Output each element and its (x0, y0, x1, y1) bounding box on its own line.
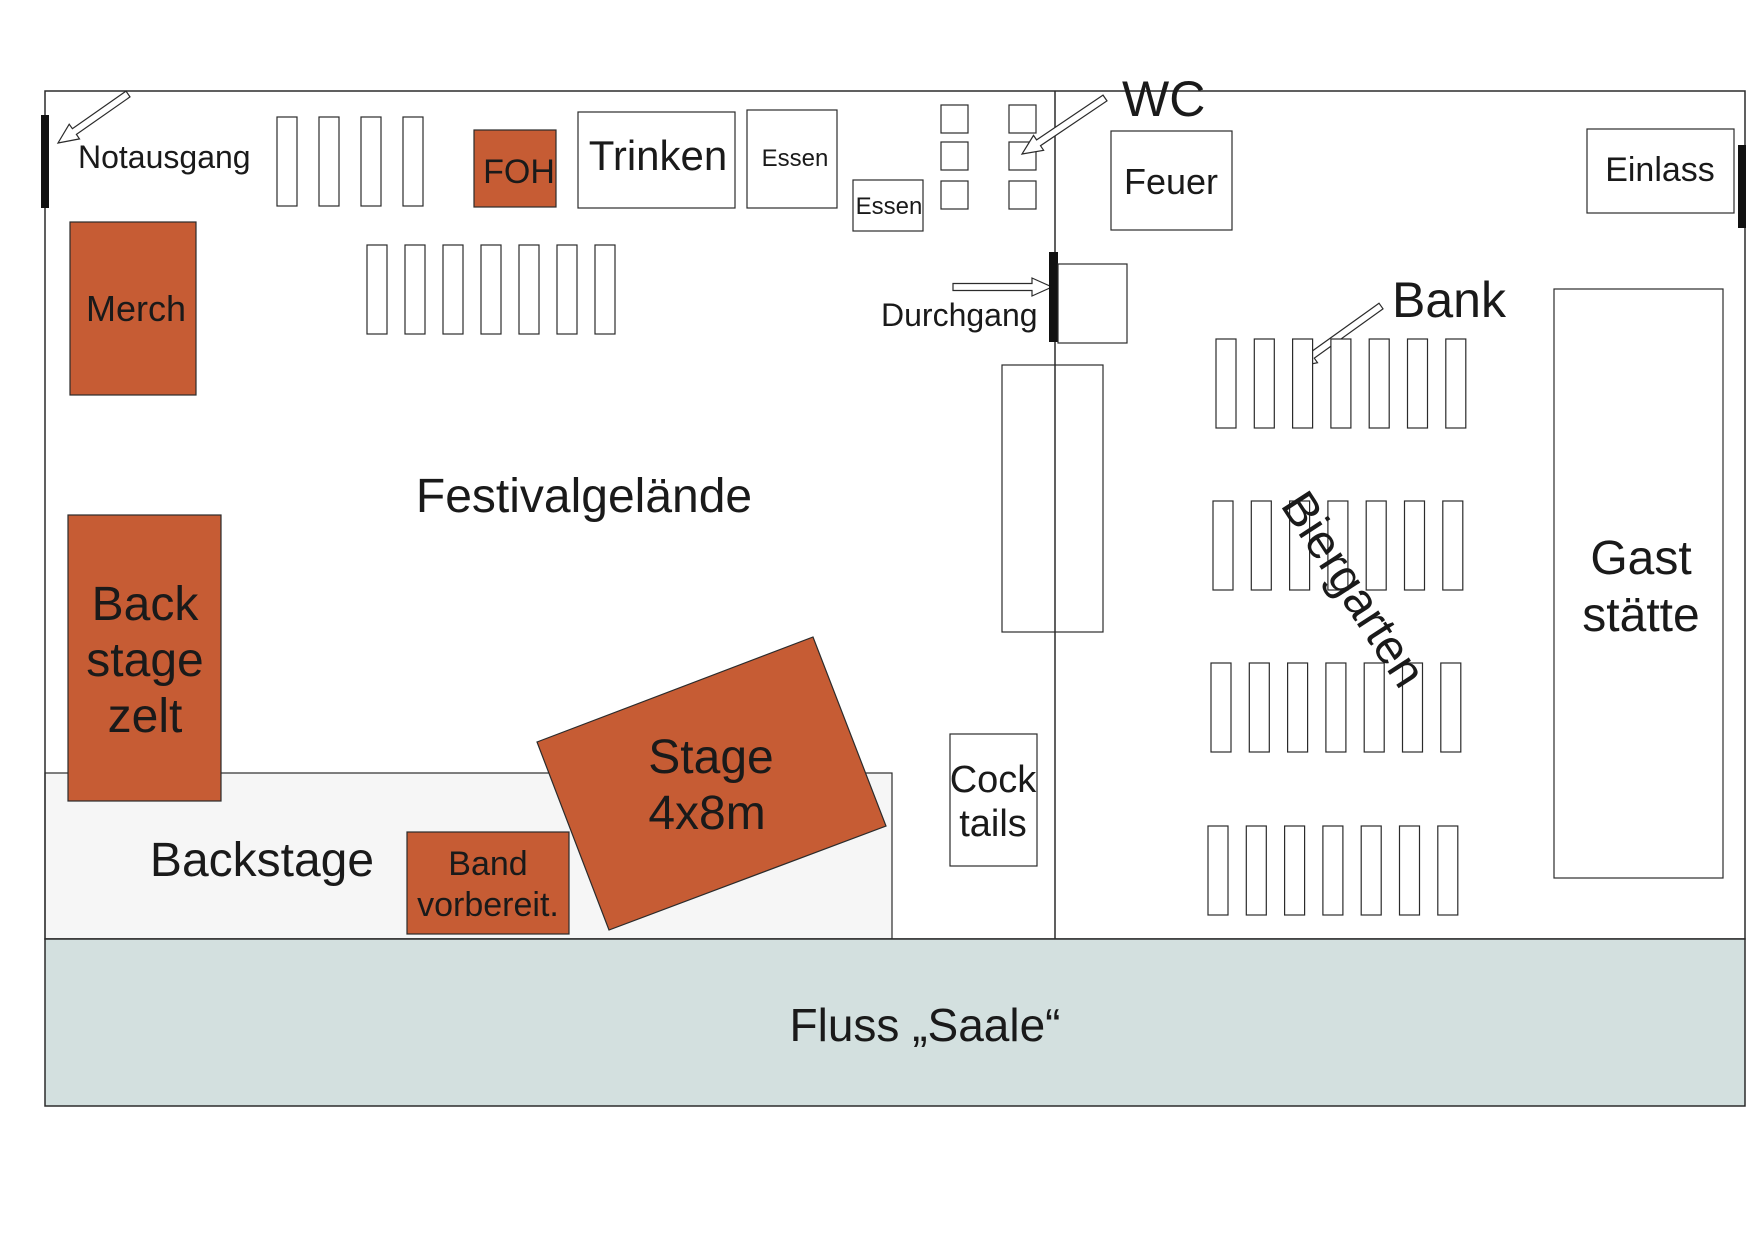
biergarten-bench (1368, 338, 1390, 429)
essen-label-1: Essen (762, 145, 829, 172)
biergarten-bench (1322, 825, 1344, 916)
bench (556, 244, 578, 335)
gaststaette-label-line2: stätte (1582, 589, 1699, 642)
stage-box (536, 636, 887, 931)
biergarten-bench (1286, 662, 1309, 753)
merch-label: Merch (86, 288, 186, 329)
cocktails-box (949, 733, 1038, 867)
biergarten-bench (1210, 662, 1232, 753)
biergarten-bench (1327, 500, 1349, 591)
durchgang-box (1057, 263, 1128, 344)
bench (480, 244, 502, 335)
biergarten-bench (1330, 338, 1352, 429)
bench (366, 244, 388, 335)
biergarten-bench (1398, 825, 1421, 916)
trinken-box (577, 111, 736, 209)
durchgang-arrow-icon (952, 277, 1054, 297)
biergarten-bench (1445, 338, 1467, 429)
einlass-door (1738, 145, 1746, 228)
cocktails-label-line2: tails (959, 803, 1027, 845)
wc-label: WC (1122, 71, 1205, 127)
essen-box-2 (852, 179, 924, 232)
river-saale (44, 938, 1746, 1107)
backstagezelt-label-line3: zelt (108, 690, 183, 743)
festival-bench-group (366, 244, 616, 335)
notausgang-door (41, 115, 49, 208)
wc-cabin (940, 141, 969, 171)
einlass-label: Einlass (1605, 151, 1715, 189)
biergarten-bench (1442, 500, 1464, 591)
band-prep-label-line2: vorbereit. (417, 886, 559, 924)
backstagezelt-label-line2: stage (86, 634, 203, 687)
biergarten-bench (1363, 662, 1385, 753)
trinken-label: Trinken (589, 132, 728, 179)
notausgang-arrow-icon (56, 90, 131, 144)
bench (360, 116, 382, 207)
biergarten-bench (1250, 500, 1272, 591)
bench (518, 244, 540, 335)
biergarten-bench (1212, 500, 1234, 591)
biergarten-bench (1365, 500, 1387, 591)
outline-arrow-icon (56, 90, 131, 144)
bench (594, 244, 616, 335)
merch-box (69, 221, 197, 396)
wc-cabin (1008, 180, 1037, 210)
stage-label-line2: 4x8m (648, 787, 765, 840)
backstage-label: Backstage (150, 834, 374, 887)
biergarten-bench (1440, 662, 1462, 753)
bench (442, 244, 464, 335)
notausgang-label: Notausgang (78, 139, 251, 175)
bench (318, 116, 340, 207)
backstagezelt-label-line1: Back (92, 578, 200, 631)
foh-box (473, 129, 557, 208)
biergarten-bench (1325, 662, 1347, 753)
biergarten-bench (1401, 662, 1424, 753)
biergarten-bench-group (1207, 338, 1467, 916)
wc-cabin (1008, 104, 1037, 134)
river-label: Fluss „Saale“ (790, 999, 1061, 1051)
top-bench-group (276, 116, 424, 207)
cocktails-label-line1: Cock (950, 759, 1038, 801)
backstagezelt-box (67, 514, 222, 802)
wc-cabin-group (940, 104, 1037, 210)
feuer-box (1110, 130, 1233, 231)
outline-arrow-icon (1020, 94, 1108, 155)
biergarten-bench (1253, 338, 1275, 429)
durchgang-door (1049, 252, 1058, 342)
biergarten-bench (1437, 825, 1459, 916)
biergarten-bench (1245, 825, 1267, 916)
outline-arrow-icon (952, 277, 1054, 297)
long-counter (1001, 364, 1104, 633)
biergarten-bench (1283, 825, 1306, 916)
bench (276, 116, 298, 207)
biergarten-bench (1291, 338, 1314, 429)
festivalgelaende-label: Festivalgelände (416, 470, 752, 523)
biergarten-bench (1207, 825, 1229, 916)
essen-label-2: Essen (856, 193, 923, 220)
bench (402, 116, 424, 207)
biergarten-bench (1403, 500, 1426, 591)
durchgang-label: Durchgang (881, 297, 1038, 333)
gaststaette-box (1553, 288, 1724, 879)
biergarten-bench (1215, 338, 1237, 429)
band-prep-label-line1: Band (448, 845, 527, 883)
biergarten-bench (1406, 338, 1429, 429)
bank-label: Bank (1392, 272, 1507, 328)
stage-label-line1: Stage (648, 731, 773, 784)
wc-cabin (940, 104, 969, 134)
gaststaette-label-line1: Gast (1590, 532, 1691, 585)
foh-label: FOH (483, 153, 555, 191)
wc-cabin (940, 180, 969, 210)
wc-arrow-icon (1020, 94, 1108, 155)
biergarten-bench (1248, 662, 1270, 753)
feuer-label: Feuer (1124, 161, 1218, 202)
biergarten-bench (1360, 825, 1382, 916)
essen-box-1 (746, 109, 838, 209)
biergarten-bench (1288, 500, 1311, 591)
einlass-box (1586, 128, 1735, 214)
bench (404, 244, 426, 335)
band-prep-box (406, 831, 570, 935)
